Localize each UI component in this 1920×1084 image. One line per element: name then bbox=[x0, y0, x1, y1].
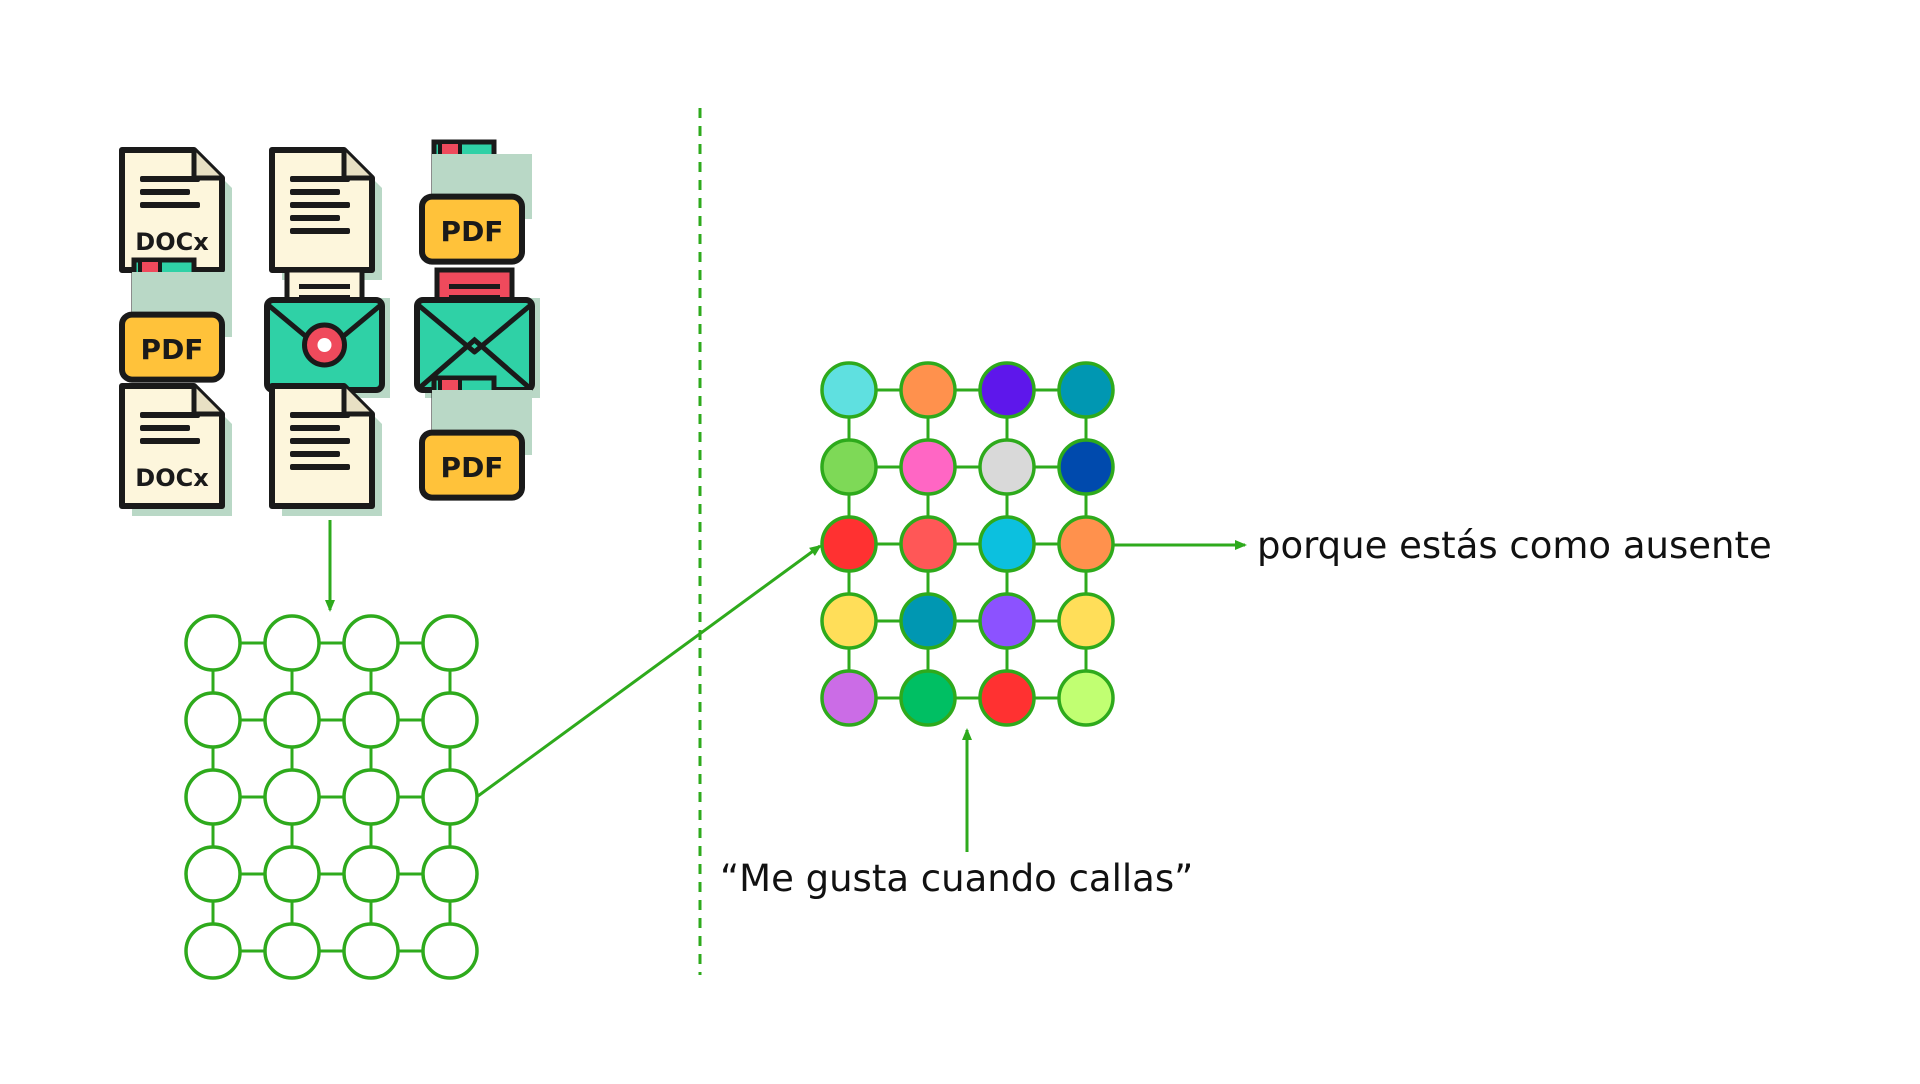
letter-text-line bbox=[299, 284, 350, 289]
network-node bbox=[820, 669, 878, 727]
network-node bbox=[899, 438, 957, 496]
network-node bbox=[978, 438, 1036, 496]
arrow-train-to-model bbox=[477, 544, 822, 798]
network-node bbox=[263, 614, 321, 672]
network-node bbox=[978, 592, 1036, 650]
document-text-line bbox=[290, 412, 350, 418]
pdf-label-box bbox=[419, 193, 525, 265]
document-text-line bbox=[290, 189, 340, 195]
document-format-label: DOCx bbox=[135, 228, 209, 256]
network-node bbox=[342, 614, 400, 672]
document-text-line bbox=[140, 189, 190, 195]
network-node bbox=[1057, 669, 1115, 727]
network-node bbox=[820, 438, 878, 496]
pdf-label-box bbox=[119, 311, 225, 383]
network-node bbox=[978, 669, 1036, 727]
network-node bbox=[342, 768, 400, 826]
document-text-line bbox=[290, 425, 340, 431]
document-text-line bbox=[140, 438, 200, 444]
network-node bbox=[899, 669, 957, 727]
pdf-label-text: PDF bbox=[141, 333, 204, 366]
network-node bbox=[342, 922, 400, 980]
document-fold bbox=[191, 150, 222, 181]
network-node bbox=[421, 922, 479, 980]
letter-text-line bbox=[449, 284, 500, 289]
document-text-line bbox=[290, 215, 340, 221]
network-node bbox=[342, 845, 400, 903]
untrained-network bbox=[184, 614, 479, 980]
network-node bbox=[978, 515, 1036, 573]
network-node bbox=[184, 768, 242, 826]
network-node bbox=[184, 845, 242, 903]
pdf-icon: PDF bbox=[419, 375, 532, 501]
pdf-icon: PDF bbox=[419, 139, 532, 265]
network-node bbox=[820, 515, 878, 573]
wax-seal-center bbox=[317, 338, 332, 352]
network-node bbox=[421, 614, 479, 672]
network-node bbox=[1057, 515, 1115, 573]
network-node bbox=[899, 361, 957, 419]
network-node bbox=[421, 691, 479, 749]
network-node bbox=[1057, 361, 1115, 419]
pdf-label-text: PDF bbox=[441, 451, 504, 484]
pdf-label-box bbox=[419, 429, 525, 501]
network-node bbox=[899, 592, 957, 650]
network-node bbox=[421, 845, 479, 903]
document-text-line bbox=[290, 202, 350, 208]
envelope-flap bbox=[415, 302, 534, 355]
network-node bbox=[899, 515, 957, 573]
network-node bbox=[184, 614, 242, 672]
document-text-line bbox=[290, 438, 350, 444]
document-text-line bbox=[140, 202, 200, 208]
network-node bbox=[184, 691, 242, 749]
network-node bbox=[1057, 438, 1115, 496]
network-node bbox=[421, 768, 479, 826]
document-text-line bbox=[290, 451, 340, 457]
output-text-label: porque estás como ausente bbox=[1257, 524, 1772, 567]
document-icon bbox=[269, 383, 382, 516]
document-format-label: DOCx bbox=[135, 464, 209, 492]
pdf-icon: PDF bbox=[119, 257, 232, 383]
network-node bbox=[263, 845, 321, 903]
document-icon bbox=[269, 147, 382, 280]
network-node bbox=[263, 922, 321, 980]
envelope-seal-icon bbox=[264, 267, 390, 398]
document-text-line bbox=[290, 464, 350, 470]
document-icon: DOCx bbox=[119, 147, 232, 280]
network-node bbox=[978, 361, 1036, 419]
document-icon: DOCx bbox=[119, 383, 232, 516]
network-node bbox=[263, 691, 321, 749]
input-prompt-label: “Me gusta cuando callas” bbox=[720, 857, 1193, 900]
network-node bbox=[184, 922, 242, 980]
document-text-line bbox=[290, 176, 350, 182]
pdf-label-text: PDF bbox=[441, 215, 504, 248]
document-text-line bbox=[290, 228, 350, 234]
network-node bbox=[820, 361, 878, 419]
document-text-line bbox=[140, 176, 200, 182]
network-node bbox=[820, 592, 878, 650]
trained-network bbox=[820, 361, 1115, 727]
document-text-line bbox=[140, 412, 200, 418]
network-node bbox=[263, 768, 321, 826]
network-node bbox=[342, 691, 400, 749]
network-node bbox=[1057, 592, 1115, 650]
envelope-bottom-fold bbox=[415, 336, 534, 392]
document-text-line bbox=[140, 425, 190, 431]
